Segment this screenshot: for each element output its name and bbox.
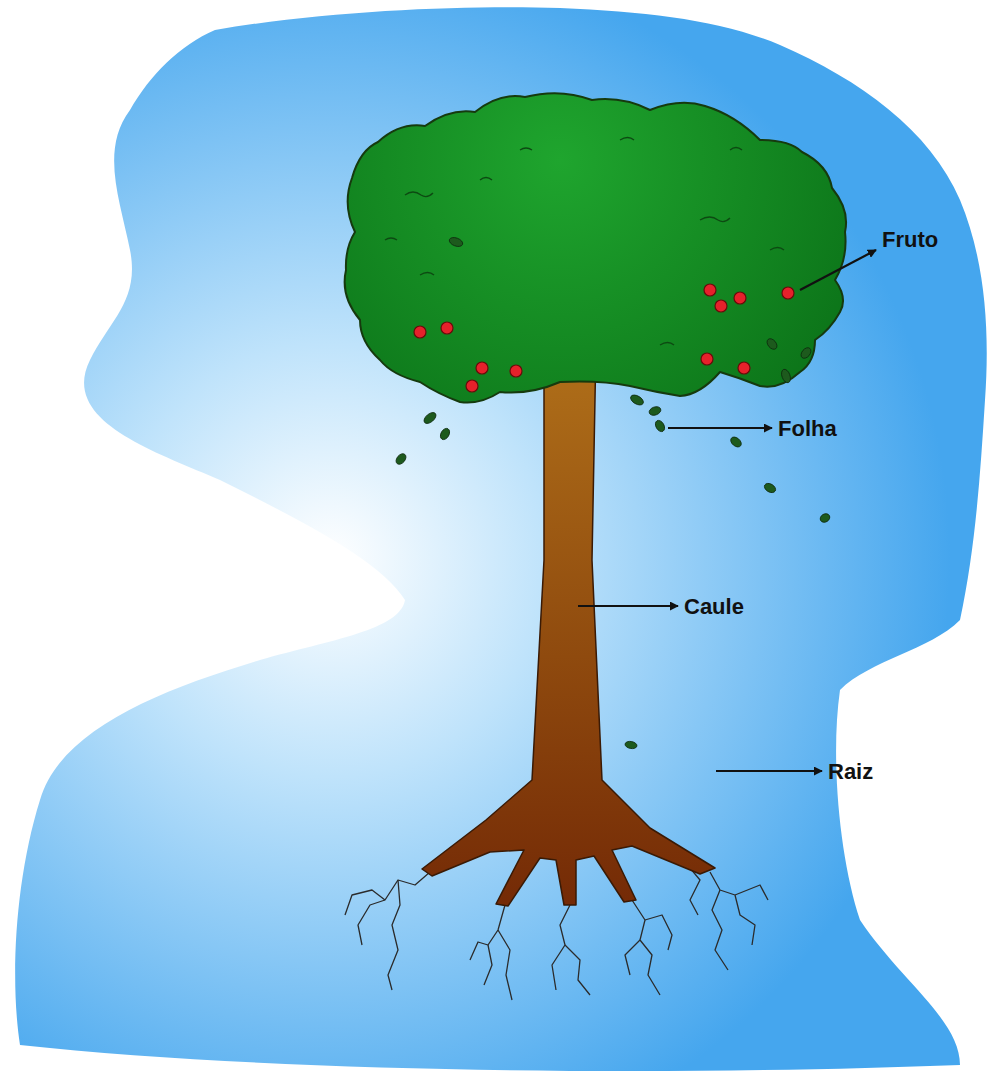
leader-arrow <box>578 605 678 607</box>
part-label: Folha <box>778 418 837 440</box>
leader-arrows <box>578 250 876 771</box>
sky-blob <box>15 7 987 1071</box>
leader-arrow <box>716 770 822 772</box>
part-label: Fruto <box>882 229 938 251</box>
part-label: Raiz <box>828 761 873 783</box>
canopy-texture <box>385 138 784 346</box>
fruits <box>414 284 794 392</box>
leader-arrow <box>668 427 772 429</box>
canopy <box>345 93 846 402</box>
leader-arrow <box>800 250 876 290</box>
falling-leaves <box>394 236 831 750</box>
part-label: Caule <box>684 596 744 618</box>
